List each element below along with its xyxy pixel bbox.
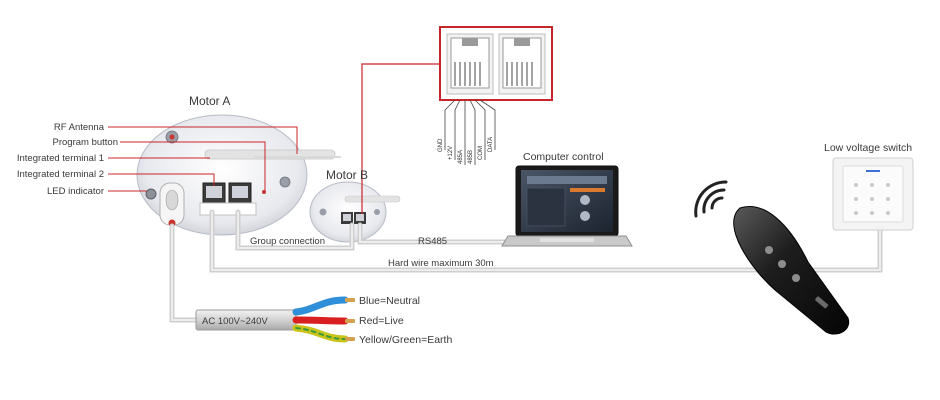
label-ac-range: AC 100V~240V bbox=[202, 316, 268, 327]
cables bbox=[169, 156, 883, 323]
label-computer-control: Computer control bbox=[523, 151, 604, 163]
pin-485b: 485B bbox=[468, 150, 474, 164]
rj-callout-line bbox=[361, 63, 440, 214]
label-integrated-terminal-1: Integrated terminal 1 bbox=[17, 153, 104, 164]
pin-data: DATA bbox=[488, 137, 494, 152]
label-motor-b: Motor B bbox=[326, 168, 368, 182]
pin-gnd: GND bbox=[438, 138, 444, 152]
label-program-button: Program button bbox=[53, 137, 118, 148]
label-led-indicator: LED indicator bbox=[47, 186, 104, 197]
label-motor-a: Motor A bbox=[189, 94, 230, 108]
label-integrated-terminal-2: Integrated terminal 2 bbox=[17, 169, 104, 180]
integrated-terminal-2 bbox=[202, 182, 226, 204]
wireless-signal-icon bbox=[694, 180, 728, 218]
ac-power-cable: AC 100V~240V Blue=Neutral Red=Live Yello… bbox=[195, 295, 452, 346]
integrated-terminal-1 bbox=[228, 182, 252, 204]
rj-pin-labels: GND +12V 485A 485B COM DATA bbox=[438, 137, 494, 164]
low-voltage-switch-icon: Low voltage switch bbox=[824, 142, 914, 231]
label-low-voltage-switch: Low voltage switch bbox=[824, 142, 912, 154]
rj-jack-callout bbox=[439, 26, 553, 165]
pin-12v: +12V bbox=[448, 146, 454, 160]
label-blue-neutral: Blue=Neutral bbox=[359, 295, 420, 307]
label-group-connection: Group connection bbox=[250, 236, 325, 247]
wire-blue bbox=[292, 296, 349, 316]
label-hard-wire: Hard wire maximum 30m bbox=[388, 258, 494, 269]
remote-control-icon bbox=[694, 180, 850, 335]
label-rs485: RS485 bbox=[418, 236, 447, 247]
label-red-live: Red=Live bbox=[359, 315, 404, 327]
pin-485a: 485A bbox=[458, 150, 464, 164]
motor-b bbox=[309, 181, 401, 243]
label-leaders bbox=[108, 126, 298, 192]
pin-com: COM bbox=[478, 146, 484, 160]
label-yellow-green-earth: Yellow/Green=Earth bbox=[359, 334, 452, 346]
laptop-icon: Computer control bbox=[501, 151, 633, 247]
wire-red bbox=[292, 316, 349, 325]
label-rf-antenna: RF Antenna bbox=[54, 122, 105, 133]
